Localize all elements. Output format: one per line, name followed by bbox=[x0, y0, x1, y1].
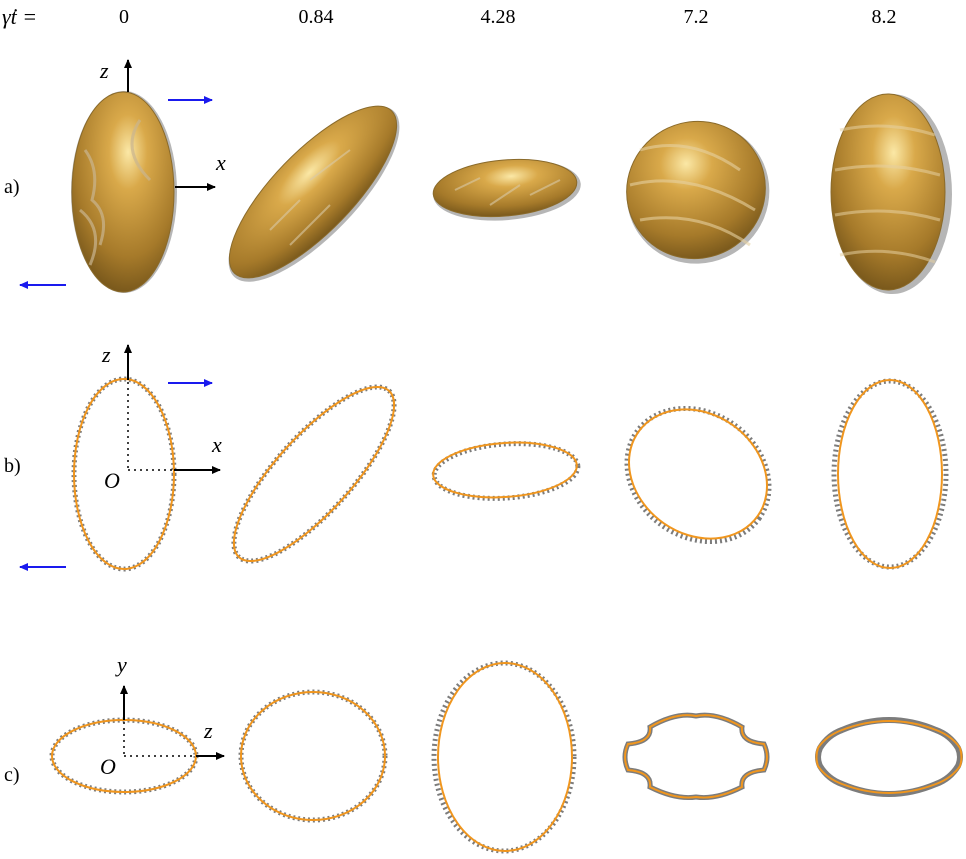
x-axis-label-b: x bbox=[211, 432, 222, 457]
time-label-2: 4.28 bbox=[480, 6, 516, 28]
origin-label-b: O bbox=[104, 468, 120, 493]
particle-a-t82 bbox=[830, 93, 952, 294]
row-label-b: b) bbox=[4, 455, 21, 477]
row-label-c: c) bbox=[4, 764, 20, 786]
particle-a-t72 bbox=[626, 120, 770, 264]
outline-c-t084 bbox=[238, 689, 388, 823]
outline-b-t82 bbox=[831, 378, 949, 570]
outline-c-t72 bbox=[622, 712, 770, 800]
time-label-0: 0 bbox=[119, 6, 129, 28]
x-axis-label-a: x bbox=[215, 150, 226, 175]
y-axis-label-c: y bbox=[115, 652, 127, 677]
z-axis-label-c: z bbox=[203, 718, 213, 743]
outline-b-t084 bbox=[231, 384, 397, 564]
row-a-particles: z x bbox=[19, 58, 952, 294]
outline-b-t72 bbox=[624, 405, 772, 545]
origin-label-c: O bbox=[100, 754, 116, 779]
z-axis-label-a: z bbox=[99, 58, 109, 83]
time-label-1: 0.84 bbox=[298, 6, 334, 28]
outline-b-t428 bbox=[431, 441, 581, 501]
particle-a-t0 bbox=[71, 91, 177, 293]
time-label-4: 8.2 bbox=[871, 6, 897, 28]
row-label-a: a) bbox=[4, 176, 20, 198]
row-b-outlines: z x O bbox=[19, 342, 949, 572]
shear-strain-label: γ̇t = bbox=[2, 4, 38, 29]
particle-a-t084 bbox=[228, 105, 400, 282]
particle-a-t428 bbox=[432, 158, 581, 221]
time-label-3: 7.2 bbox=[683, 6, 709, 28]
outline-b-t0 bbox=[71, 376, 177, 572]
outline-c-t428 bbox=[431, 660, 577, 854]
z-axis-label-b: z bbox=[101, 342, 111, 367]
outline-c-t82 bbox=[815, 717, 963, 797]
row-c-outlines: y z O bbox=[49, 652, 963, 854]
